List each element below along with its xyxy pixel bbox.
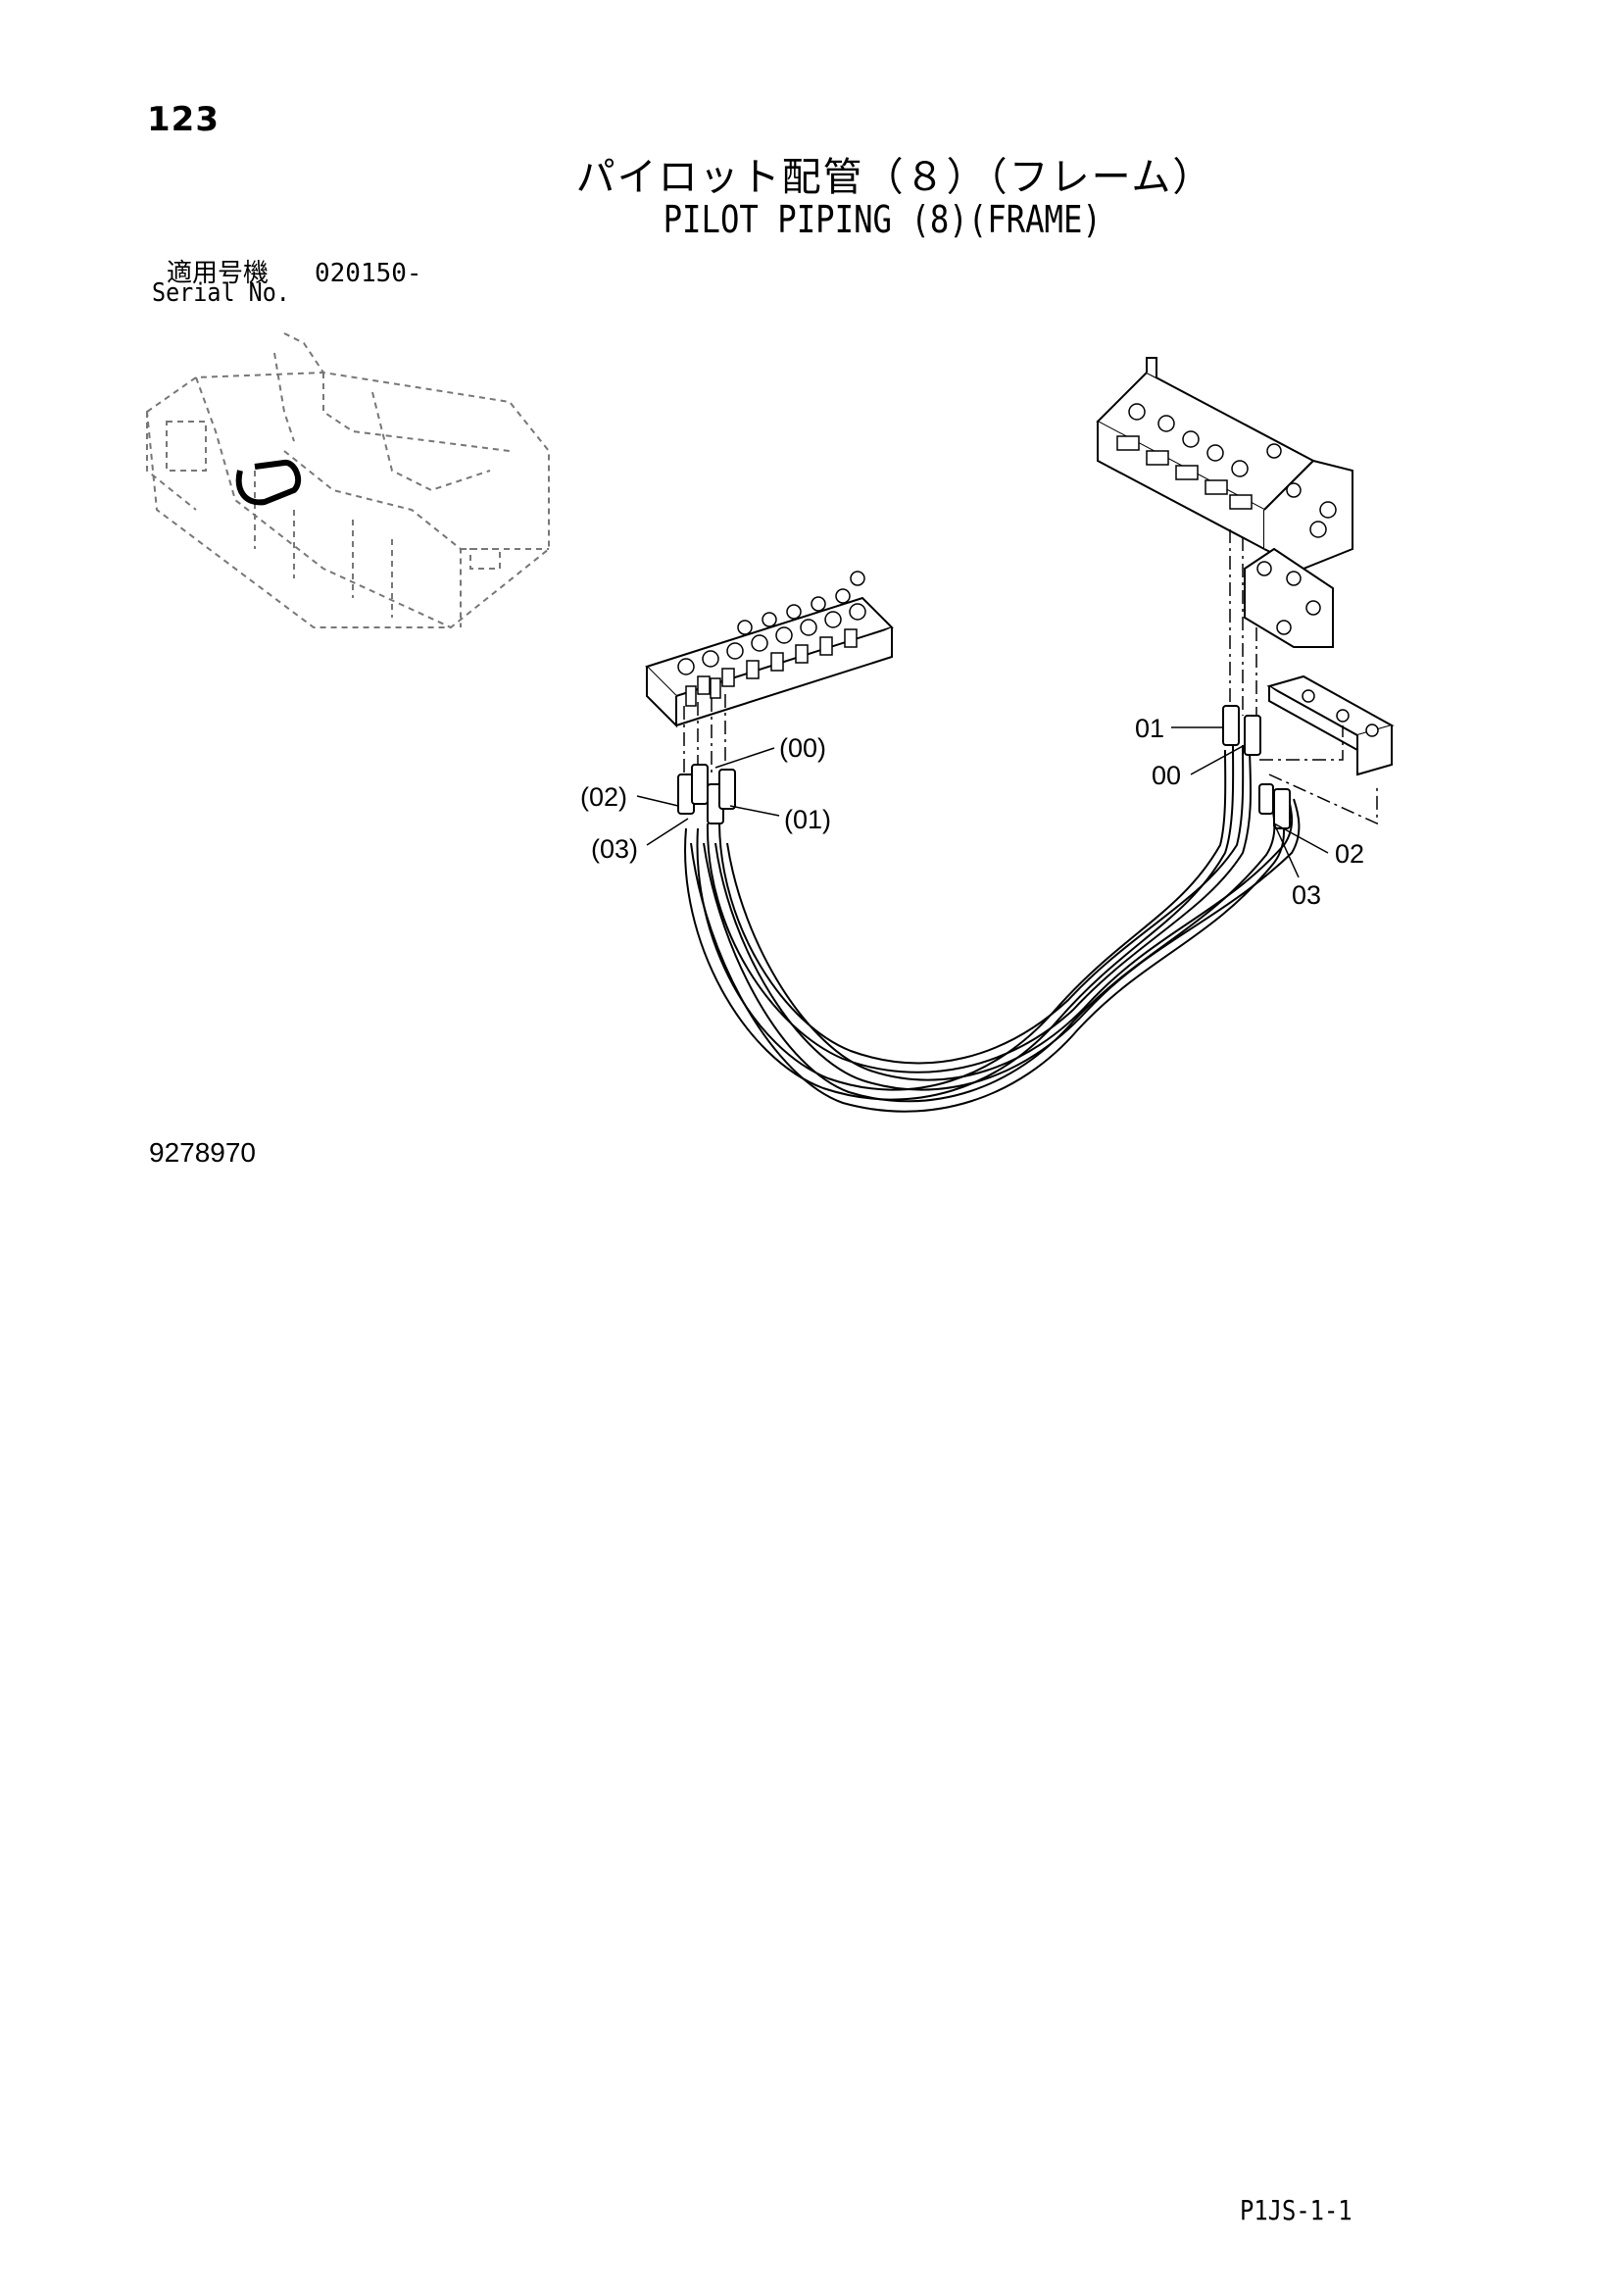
machine-overview-locator — [145, 332, 550, 628]
callout-label: (00) — [779, 733, 826, 763]
callout-label: 00 — [1152, 761, 1181, 790]
serial-label-english: Serial No. — [152, 278, 290, 308]
callout-label: 03 — [1292, 880, 1321, 910]
connection-leader-lines — [683, 529, 1378, 825]
right-bracket — [1266, 674, 1395, 776]
callout-label: (03) — [591, 834, 638, 864]
serial-label-japanese: 適用号機 — [167, 259, 270, 288]
left-valve-block — [645, 571, 894, 728]
pilot-hoses — [684, 744, 1301, 1113]
right-hose-fittings — [1222, 705, 1291, 829]
callout-label: (01) — [784, 805, 831, 834]
right-valve-assembly — [1096, 357, 1353, 648]
page-title-japanese: パイロット配管（８）（フレーム） — [575, 155, 1214, 200]
callout-label: 02 — [1335, 839, 1364, 869]
left-hose-fittings — [677, 764, 736, 824]
page-title-english: PILOT PIPING (8)(FRAME) — [663, 198, 1102, 241]
callout-label: 01 — [1135, 714, 1164, 743]
serial-number-row: 適用号機 020150- — [167, 253, 422, 289]
highlighted-hose-locator — [235, 459, 302, 506]
page-number: 123 — [147, 100, 220, 139]
callout-label: (02) — [580, 782, 627, 812]
page-code: P1JS-1-1 — [1240, 2194, 1352, 2226]
serial-number-value: 020150- — [314, 259, 422, 288]
figure-number: 9278970 — [149, 1137, 257, 1168]
callout-leaders — [636, 726, 1329, 878]
